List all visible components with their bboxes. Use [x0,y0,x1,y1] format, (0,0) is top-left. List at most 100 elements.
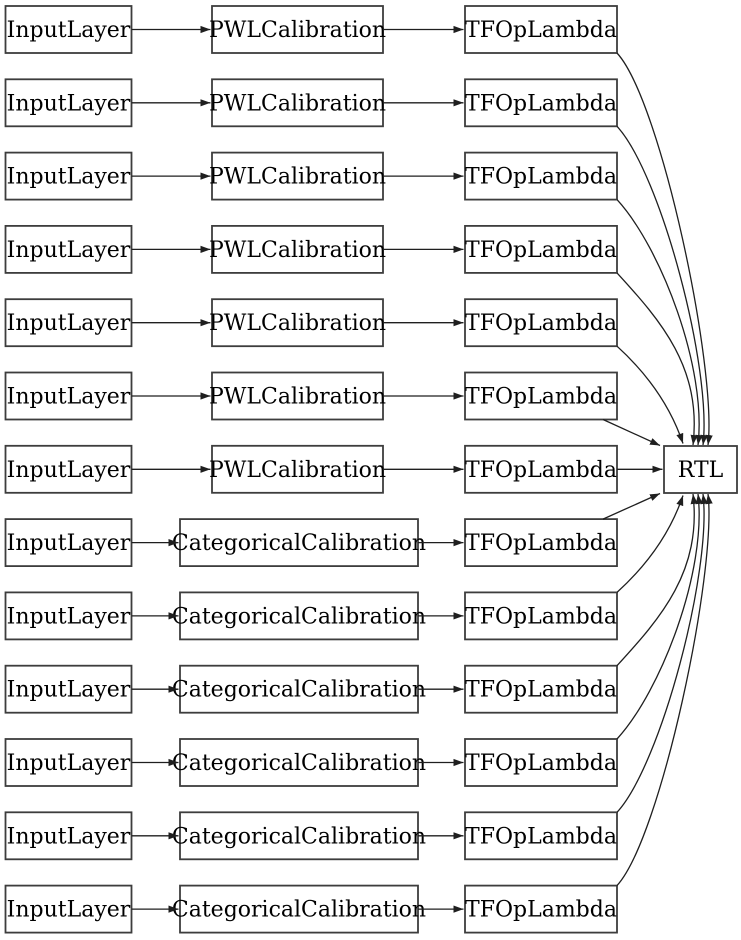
node-calibration-2: PWLCalibration [209,78,386,128]
node-tfoplambda-13-label: TFOpLambda [465,898,617,923]
node-tfoplambda-2: TFOpLambda [464,78,618,128]
node-calibration-6-label: PWLCalibration [209,384,386,409]
node-tfoplambda-5-label: TFOpLambda [465,311,617,336]
node-tfoplambda-4-label: TFOpLambda [465,238,617,263]
node-calibration-11-box [179,738,419,787]
node-tfoplambda-12-label: TFOpLambda [465,824,617,849]
node-tfoplambda-7-label: TFOpLambda [465,458,617,483]
node-inputlayer-10-label: InputLayer [7,678,131,703]
node-inputlayer-11: InputLayer [4,738,133,787]
edge-op-to-rtl-5 [616,345,684,444]
node-tfoplambda-10-label: TFOpLambda [465,678,617,703]
node-tfoplambda-5-box [464,298,618,348]
node-inputlayer-13: InputLayer [4,884,133,934]
node-inputlayer-4: InputLayer [4,224,133,274]
node-inputlayer-8: InputLayer [4,518,133,567]
edge-op-to-rtl-4 [616,272,698,446]
node-tfoplambda-2-box [464,78,618,128]
node-tfoplambda-11: TFOpLambda [464,738,618,787]
node-calibration-12-label: CategoricalCalibration [172,824,426,849]
node-tfoplambda-11-label: TFOpLambda [465,751,617,776]
edge-op-to-rtl-11 [616,493,703,740]
node-calibration-5: PWLCalibration [209,298,386,348]
edge-op-to-rtl-8 [602,492,661,520]
node-inputlayer-2-box [4,78,133,128]
node-calibration-10: CategoricalCalibration [172,664,426,714]
node-calibration-2-label: PWLCalibration [209,91,386,116]
node-inputlayer-11-label: InputLayer [7,751,131,776]
node-inputlayer-5-box [4,298,133,348]
node-tfoplambda-4-box [464,224,618,274]
node-inputlayer-1-box [4,5,133,54]
node-calibration-8: CategoricalCalibration [172,518,426,567]
edge-op-to-rtl-2 [616,125,708,446]
node-calibration-1-box [211,5,384,54]
node-tfoplambda-13: TFOpLambda [464,884,618,934]
node-tfoplambda-11-box [464,738,618,787]
node-calibration-7: PWLCalibration [209,444,386,494]
node-calibration-13: CategoricalCalibration [172,884,426,934]
node-tfoplambda-9-box [464,591,618,641]
node-tfoplambda-6: TFOpLambda [464,371,618,421]
node-inputlayer-4-box [4,224,133,274]
node-calibration-9-box [179,591,419,641]
node-inputlayer-6-box [4,371,133,421]
node-tfoplambda-5: TFOpLambda [464,298,618,348]
node-tfoplambda-8-box [464,518,618,567]
node-inputlayer-10: InputLayer [4,664,133,714]
node-tfoplambda-10-box [464,664,618,714]
edge-op-to-rtl-10 [616,493,698,667]
node-inputlayer-2: InputLayer [4,78,133,128]
node-tfoplambda-7-box [464,444,618,494]
node-inputlayer-12: InputLayer [4,811,133,861]
node-calibration-10-label: CategoricalCalibration [172,678,426,703]
node-tfoplambda-12-box [464,811,618,861]
node-calibration-10-box [179,664,419,714]
node-calibration-9: CategoricalCalibration [172,591,426,641]
node-inputlayer-4-label: InputLayer [7,238,131,263]
node-calibration-4: PWLCalibration [209,224,386,274]
node-calibration-7-label: PWLCalibration [209,458,386,483]
node-calibration-8-label: CategoricalCalibration [172,531,426,556]
node-inputlayer-11-box [4,738,133,787]
node-tfoplambda-1: TFOpLambda [464,5,618,54]
node-inputlayer-12-label: InputLayer [7,824,131,849]
node-calibration-3-label: PWLCalibration [209,165,386,190]
node-inputlayer-1-label: InputLayer [7,18,131,43]
node-calibration-1: PWLCalibration [209,5,386,54]
node-tfoplambda-3: TFOpLambda [464,151,618,201]
node-calibration-5-box [211,298,384,348]
node-rtl: RTL [663,445,738,494]
edge-op-to-rtl-1 [616,52,713,446]
node-inputlayer-13-label: InputLayer [7,898,131,923]
node-inputlayer-6: InputLayer [4,371,133,421]
edge-op-to-rtl-3 [616,199,703,446]
node-inputlayer-3-label: InputLayer [7,165,131,190]
node-calibration-11-label: CategoricalCalibration [172,751,426,776]
node-calibration-12: CategoricalCalibration [172,811,426,861]
node-inputlayer-2-label: InputLayer [7,91,131,116]
node-tfoplambda-12: TFOpLambda [464,811,618,861]
edge-op-to-rtl-6 [602,418,661,447]
node-inputlayer-9: InputLayer [4,591,133,641]
node-tfoplambda-3-label: TFOpLambda [465,165,617,190]
node-tfoplambda-2-label: TFOpLambda [465,91,617,116]
edge-op-to-rtl-9 [616,495,684,593]
node-calibration-11: CategoricalCalibration [172,738,426,787]
node-inputlayer-13-box [4,884,133,934]
node-rtl-label: RTL [678,458,724,483]
node-tfoplambda-10: TFOpLambda [464,664,618,714]
node-tfoplambda-9-label: TFOpLambda [465,604,617,629]
node-calibration-13-label: CategoricalCalibration [172,898,426,923]
node-tfoplambda-8-label: TFOpLambda [465,531,617,556]
node-calibration-9-label: CategoricalCalibration [172,604,426,629]
node-calibration-13-box [179,884,419,934]
node-tfoplambda-9: TFOpLambda [464,591,618,641]
node-tfoplambda-6-label: TFOpLambda [465,384,617,409]
node-inputlayer-1: InputLayer [4,5,133,54]
node-tfoplambda-6-box [464,371,618,421]
node-calibration-3: PWLCalibration [209,151,386,201]
node-inputlayer-5-label: InputLayer [7,311,131,336]
